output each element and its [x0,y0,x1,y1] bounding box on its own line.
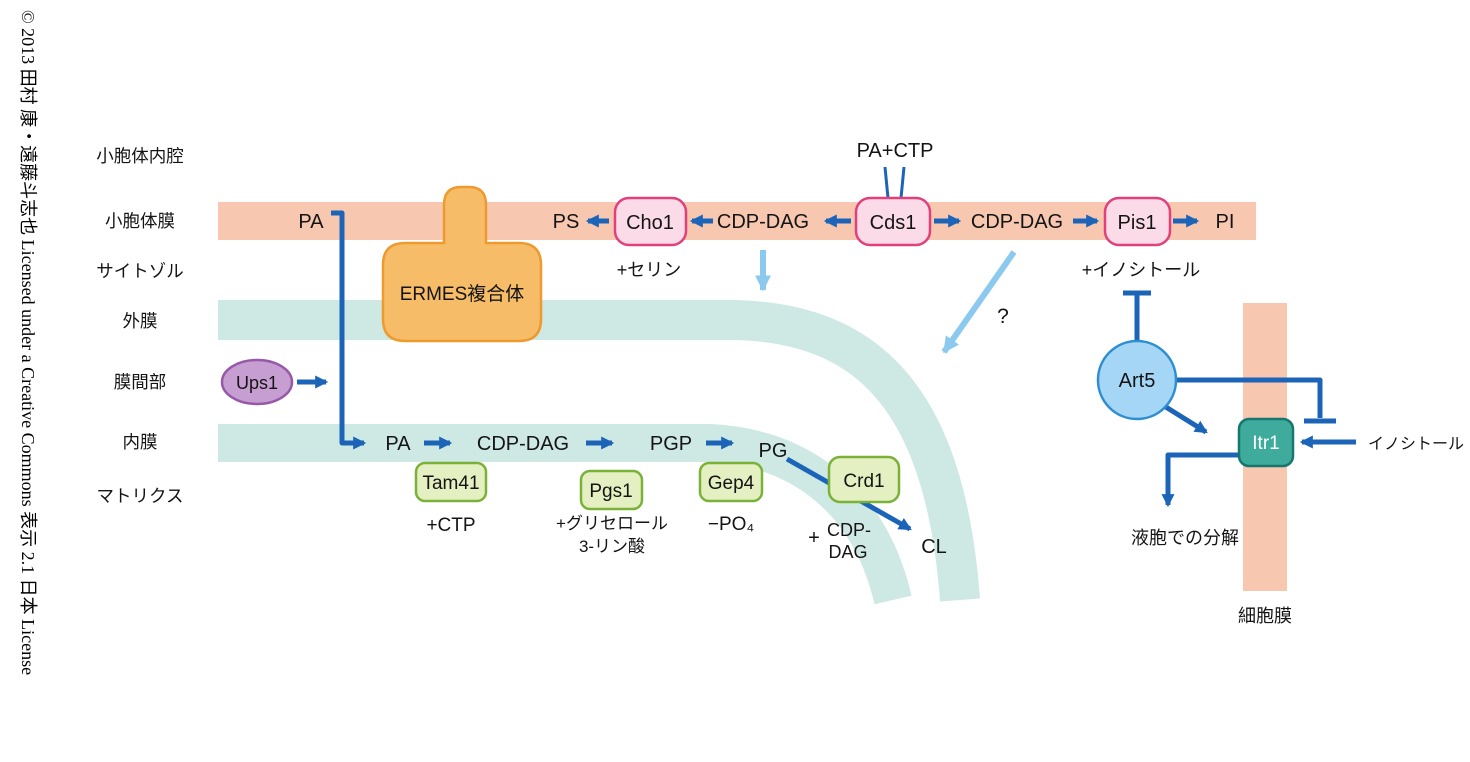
metabolite-pa-er: PA [298,211,324,233]
enzyme-tam41-label: Tam41 [422,473,479,494]
itr1-shape [1237,417,1295,468]
enzyme-crd1-label: Crd1 [843,471,884,492]
vacuole-degradation-label: 液胞での分解 [1131,528,1239,548]
arrow-pa-transport [331,210,367,450]
arrow-itr1-to-vacuole [1161,452,1262,508]
arrow-cdpdag-question [941,250,1017,354]
label-er-lumen: 小胞体内腔 [96,146,184,166]
label-cytosol: サイトゾル [96,261,184,281]
outer-membrane-band [218,300,980,602]
metabolite-cdp-dag-left: CDP-DAG [717,211,809,233]
substrate-serine: +セリン [617,260,682,280]
metabolite-pg: PG [759,440,788,462]
substrate-glycerol-label-line1: +グリセロール [556,514,668,533]
substrate-pa-ctp: PA+CTP [857,140,934,162]
metabolite-pi: PI [1216,211,1235,233]
substrate-ctp-label: +CTP [426,515,475,536]
metabolite-pa-im: PA [385,433,411,455]
arrow-art5-to-itr1 [1159,401,1208,435]
metabolite-pgp: PGP [650,433,692,455]
art5-label: Art5 [1119,370,1156,392]
metabolite-cdp-dag-right: CDP-DAG [971,211,1063,233]
ermes-complex-label: ERMES複合体 [400,283,525,305]
plasma-membrane-label: 細胞膜 [1238,606,1292,626]
inositol-label: イノシトール [1368,436,1464,453]
substrate-cdpdag-line2: DAG [828,542,867,562]
label-matrix: マトリクス [97,486,184,506]
art5-right-line [1174,377,1323,418]
enzyme-cho1-box [613,196,688,247]
substrate-cdpdag-line1: CDP- [827,520,871,540]
itr1-label: Itr1 [1252,433,1279,454]
enzyme-pis1-label: Pis1 [1118,212,1157,234]
metabolite-cl: CL [921,536,947,558]
enzyme-cho1-label: Cho1 [626,212,674,234]
enzyme-cds1-label: Cds1 [870,212,917,234]
metabolite-cdp-dag-im: CDP-DAG [477,433,569,455]
label-inner-membrane: 内膜 [123,432,158,452]
enzyme-gep4-label: Gep4 [708,473,755,494]
enzyme-pis1-box [1103,196,1172,247]
ermes-complex-shape [381,185,543,343]
label-outer-membrane: 外膜 [123,311,158,331]
label-er-membrane: 小胞体膜 [105,211,175,231]
substrate-inositol-pis1: +イノシトール [1082,260,1201,280]
product-po4-label: −PO₄ [708,514,755,535]
cds1-input-line-2 [899,166,906,199]
ups1-shape [220,358,294,406]
label-intermembrane-space: 膜間部 [114,372,167,392]
enzyme-pgs1-box [579,469,644,511]
enzyme-tam41-box [414,461,488,503]
substrate-glycerol-label-line2: 3-リン酸 [579,537,645,556]
copyright-text: © 2013 田村 康・遠藤斗志也 Licensed under a Creat… [18,10,38,675]
art5-shape [1096,339,1178,421]
question-mark-label: ? [997,305,1009,328]
substrate-cdpdag-plus: + [808,527,820,549]
enzyme-gep4-box [698,461,764,503]
enzyme-cds1-box [854,196,932,247]
enzyme-crd1-box [827,455,901,504]
metabolite-ps: PS [553,211,580,233]
ups1-label: Ups1 [236,373,278,393]
enzyme-pgs1-label: Pgs1 [589,481,632,502]
cds1-input-line-1 [883,166,890,199]
